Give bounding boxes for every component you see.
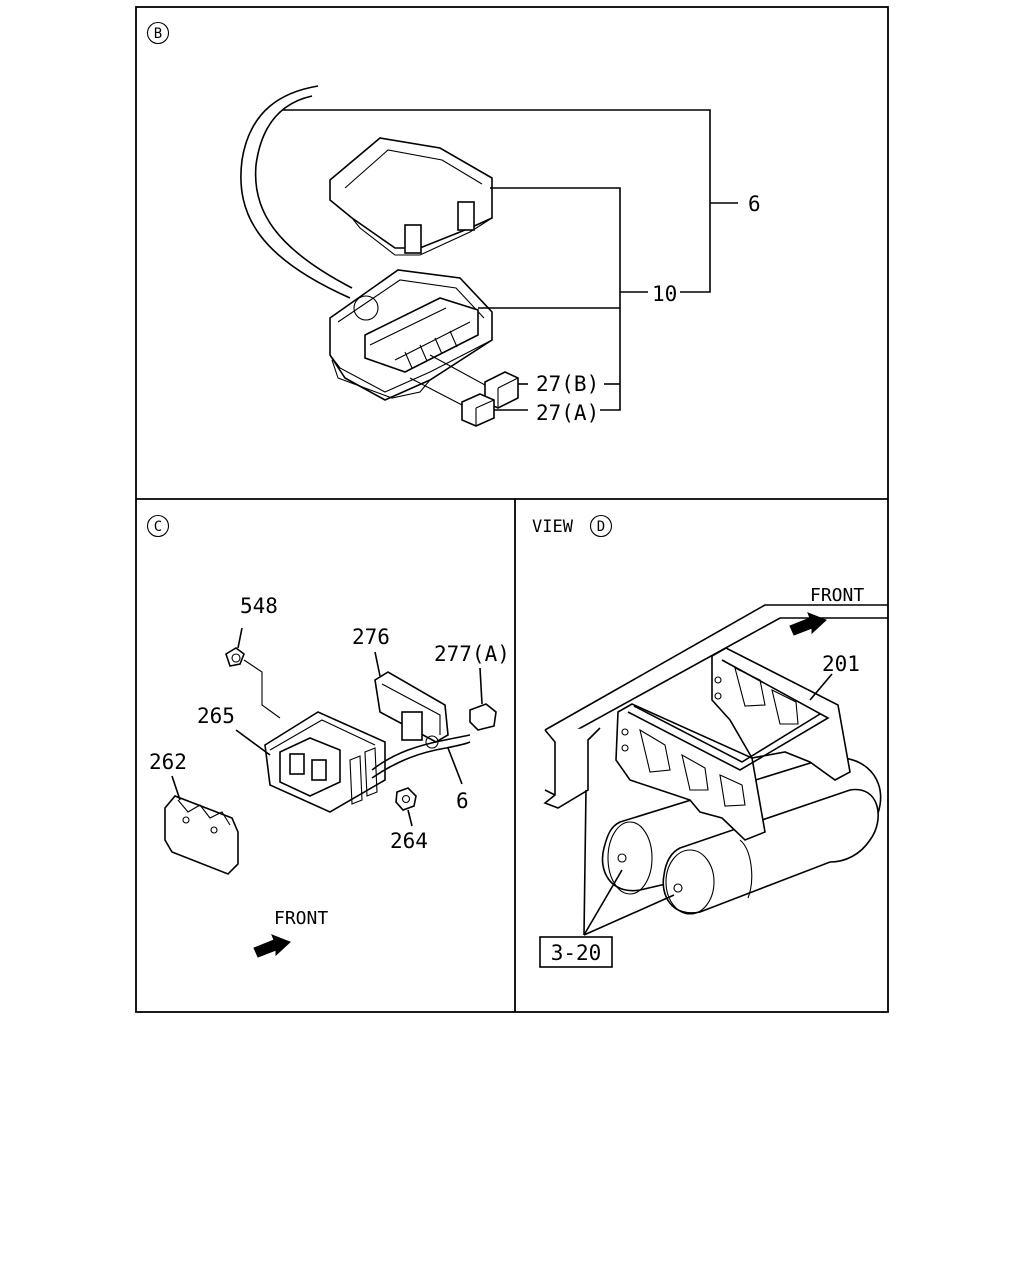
front-arrow-c: FRONT	[253, 908, 328, 958]
cover-262	[164, 775, 239, 875]
strap-201	[627, 659, 833, 771]
leader-lines-b	[282, 109, 738, 411]
clip-548	[225, 627, 281, 719]
label-262: 262	[149, 750, 187, 774]
label-27a: 27(A)	[536, 401, 599, 425]
frame-rail	[543, 604, 888, 809]
connector-265	[235, 711, 386, 813]
panel-d: VIEW D FRONT	[532, 514, 888, 968]
panel-c-marker: C	[146, 514, 170, 538]
cable-6	[371, 734, 471, 785]
bolt-277a	[469, 667, 497, 731]
nut-264	[395, 787, 417, 827]
label-277a: 277(A)	[434, 642, 510, 666]
tank-brackets	[615, 647, 851, 841]
front-arrow-d: FRONT	[789, 585, 864, 636]
svg-text:D: D	[597, 519, 605, 535]
label-10: 10	[652, 282, 677, 306]
svg-text:B: B	[154, 26, 162, 42]
harness-cable	[240, 85, 351, 299]
svg-text:VIEW: VIEW	[532, 517, 574, 537]
ref-leaders	[583, 789, 675, 936]
relay-27a	[409, 377, 495, 427]
svg-text:FRONT: FRONT	[810, 585, 864, 606]
svg-text:C: C	[154, 519, 162, 535]
label-6: 6	[456, 789, 469, 813]
bracket-276	[374, 651, 449, 743]
air-tank-front	[662, 788, 879, 915]
label-6: 6	[748, 192, 761, 216]
label-264: 264	[390, 829, 428, 853]
label-548: 548	[240, 594, 278, 618]
fuse-box-cover	[329, 137, 493, 256]
svg-text:3-20: 3-20	[551, 941, 602, 965]
fuse-box-base	[329, 269, 493, 401]
view-d-title: VIEW D	[532, 514, 613, 538]
label-27b: 27(B)	[536, 372, 599, 396]
svg-text:FRONT: FRONT	[274, 908, 328, 929]
panel-c: C	[146, 514, 510, 958]
panel-b-marker: B	[146, 21, 170, 45]
label-265: 265	[197, 704, 235, 728]
label-276: 276	[352, 625, 390, 649]
diagram-frame	[135, 6, 889, 1013]
ref-box-3-20: 3-20	[539, 936, 613, 968]
panel-b: B	[146, 21, 761, 427]
label-201: 201	[822, 652, 860, 676]
